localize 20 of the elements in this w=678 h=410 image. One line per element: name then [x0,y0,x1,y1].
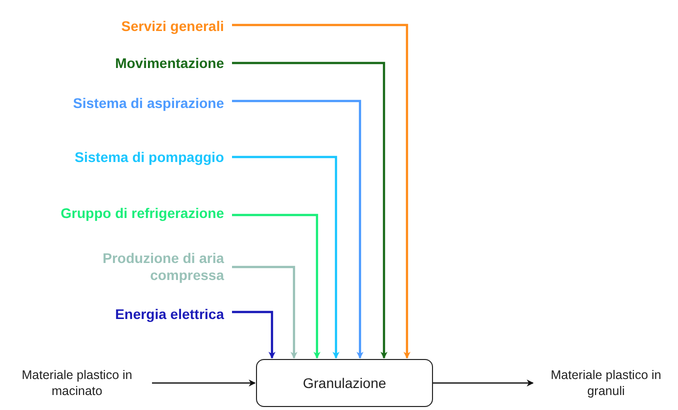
material-label: Materiale plastico in granuli [550,367,662,399]
arrow [152,380,256,386]
arrow [232,100,364,359]
arrow [433,380,534,386]
input-label: Gruppo di refrigerazione [60,204,225,222]
arrow [232,62,388,359]
process-label: Granulazione [302,374,386,392]
input-label: Movimentazione [114,54,225,72]
arrow [232,24,410,359]
material-label: Materiale plastico in macinato [20,367,134,399]
input-label: Produzione di aria compressa [102,250,226,284]
input-label: Energia elettrica [114,306,226,322]
arrow [232,156,340,359]
process-box [256,359,433,407]
input-label: Sistema di aspirazione [72,94,225,112]
arrow [232,214,320,359]
arrow [232,310,276,359]
input-label: Servizi generali [120,18,225,34]
input-label: Sistema di pompaggio [74,148,225,166]
arrow [232,266,298,359]
